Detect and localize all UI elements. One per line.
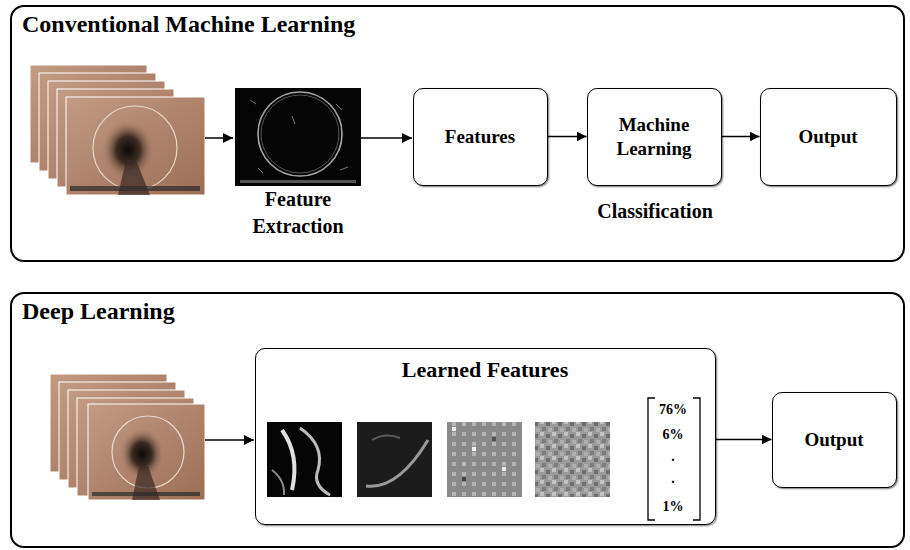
box-label: Output (804, 428, 863, 452)
output-box: Output (772, 392, 897, 488)
section-panel: Conventional Machine LearningFeatures Mac… (10, 5, 905, 262)
flow-arrow (722, 136, 760, 138)
vector-bracket (648, 398, 655, 520)
feature-thumbnail (447, 422, 522, 497)
process-box: Features (413, 88, 548, 186)
feature-thumbnail (357, 422, 432, 497)
ellipsis-dot: . (647, 470, 699, 489)
flow-arrow (548, 136, 587, 138)
section-heading: Conventional Machine Learning (22, 11, 355, 38)
feature-group-box: Learned Features (255, 348, 716, 525)
box-label: Features (445, 125, 515, 149)
image-stack (50, 374, 205, 500)
stage-label: Classification (575, 198, 735, 225)
flow-arrow (361, 137, 412, 139)
box-label: Learned Features (256, 357, 715, 383)
flow-arrow (205, 137, 233, 139)
probability-value: 76% (647, 401, 699, 420)
process-box: Machine Learning (587, 88, 722, 186)
image-stack (30, 65, 205, 195)
feature-map-image (235, 88, 361, 186)
section-heading: Deep Learning (22, 298, 175, 325)
flow-arrow (716, 439, 772, 441)
output-box: Output (760, 88, 897, 186)
vector-bracket (693, 398, 700, 520)
box-label: Output (798, 125, 857, 149)
probability-value: 6% (647, 426, 699, 445)
ellipsis-dot: . (647, 448, 699, 467)
section-panel: Deep LearningLearned FeaturesOutput (10, 292, 905, 548)
feature-thumbnail (535, 422, 610, 497)
feature-thumbnail (267, 422, 342, 497)
stage-label: Feature Extraction (243, 186, 353, 240)
flow-arrow (205, 439, 254, 441)
box-label: Machine Learning (594, 113, 715, 161)
probability-value: 1% (647, 498, 699, 517)
